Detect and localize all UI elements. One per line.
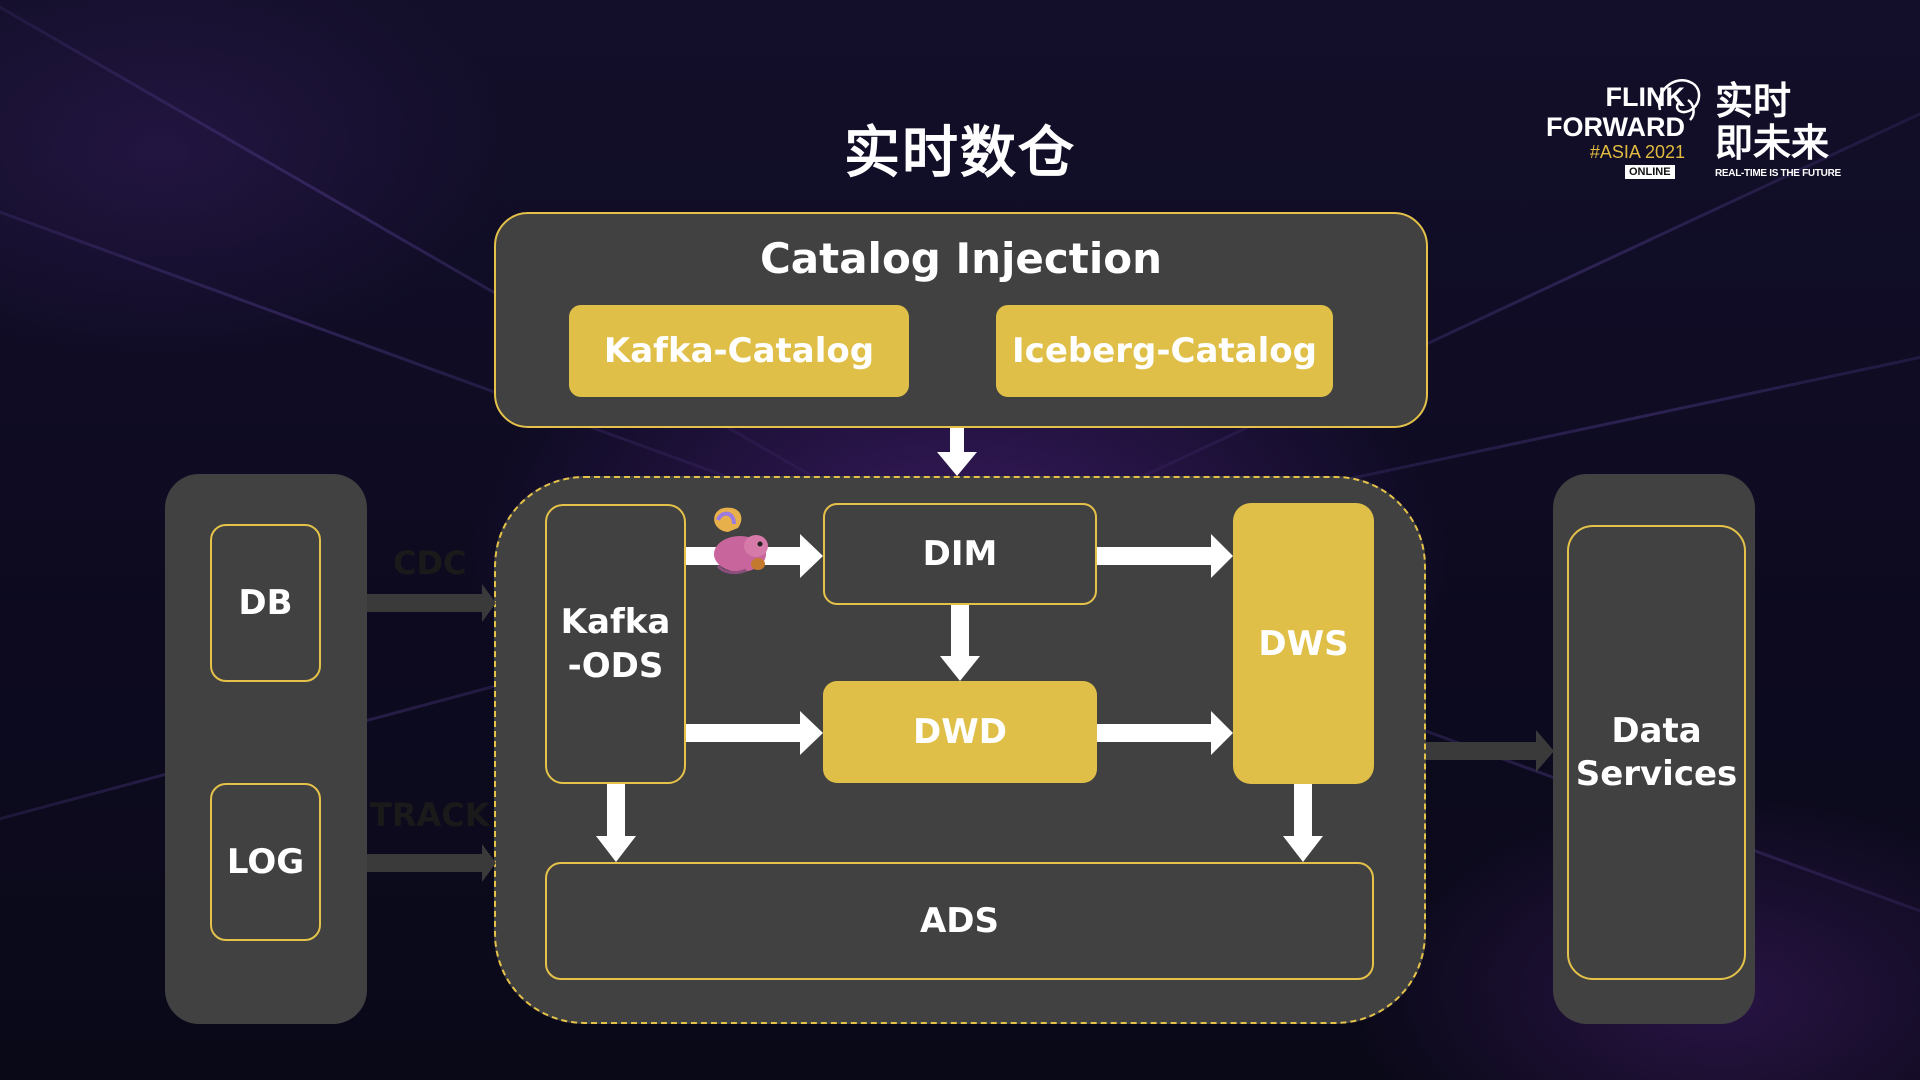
track-label: TRACK (370, 796, 490, 834)
data-services-node: Data Services (1567, 525, 1746, 980)
squirrel-outline-icon (1657, 79, 1701, 121)
kafka-ods-line2: -ODS (567, 646, 664, 686)
log-node: LOG (210, 783, 321, 941)
kafka-ods-line1: Kafka (560, 602, 671, 642)
data-services-line2: Services (1575, 753, 1738, 794)
logo-cn-line2: 即未来 (1715, 121, 1830, 165)
dwd-to-dws-arrow (1097, 711, 1233, 755)
db-node: DB (210, 524, 321, 682)
ods-to-dwd-arrow (686, 711, 823, 755)
flink-squirrel-icon (714, 507, 768, 575)
kafka-ods-node: Kafka -ODS (545, 504, 686, 784)
track-connector (367, 844, 496, 882)
catalog-to-warehouse-arrow (937, 428, 977, 476)
kafka-catalog-node: Kafka-Catalog (569, 305, 909, 397)
dws-node: DWS (1233, 503, 1374, 784)
iceberg-catalog-node: Iceberg-Catalog (996, 305, 1333, 397)
dwd-node: DWD (823, 681, 1097, 783)
ods-to-ads-arrow (596, 784, 636, 862)
dws-to-ads-arrow (1283, 784, 1323, 862)
logo-line1: FLINK (1605, 82, 1685, 112)
logo-badge: ONLINE (1625, 165, 1675, 179)
flink-forward-logo: FLINK FORWARD #ASIA 2021 ONLINE 实时 即未来 R… (1515, 70, 1845, 190)
cdc-label: CDC (393, 544, 467, 582)
slide-title: 实时数仓 (844, 121, 1076, 186)
ads-node: ADS (545, 862, 1374, 980)
logo-title: FLINK FORWARD (1515, 82, 1685, 142)
dim-to-dwd-arrow (940, 605, 980, 681)
logo-event: #ASIA 2021 (1589, 142, 1685, 162)
catalog-injection-title: Catalog Injection (759, 234, 1163, 283)
dim-to-dws-arrow (1097, 534, 1233, 578)
logo-tagline: REAL-TIME IS THE FUTURE (1715, 168, 1841, 179)
dim-node: DIM (823, 503, 1097, 605)
data-services-line1: Data (1611, 710, 1702, 751)
services-connector (1426, 730, 1554, 772)
cdc-connector (367, 584, 496, 622)
logo-line2: FORWARD (1546, 112, 1685, 142)
logo-chinese: 实时 即未来 (1715, 80, 1845, 164)
logo-cn-line1: 实时 (1715, 79, 1792, 123)
